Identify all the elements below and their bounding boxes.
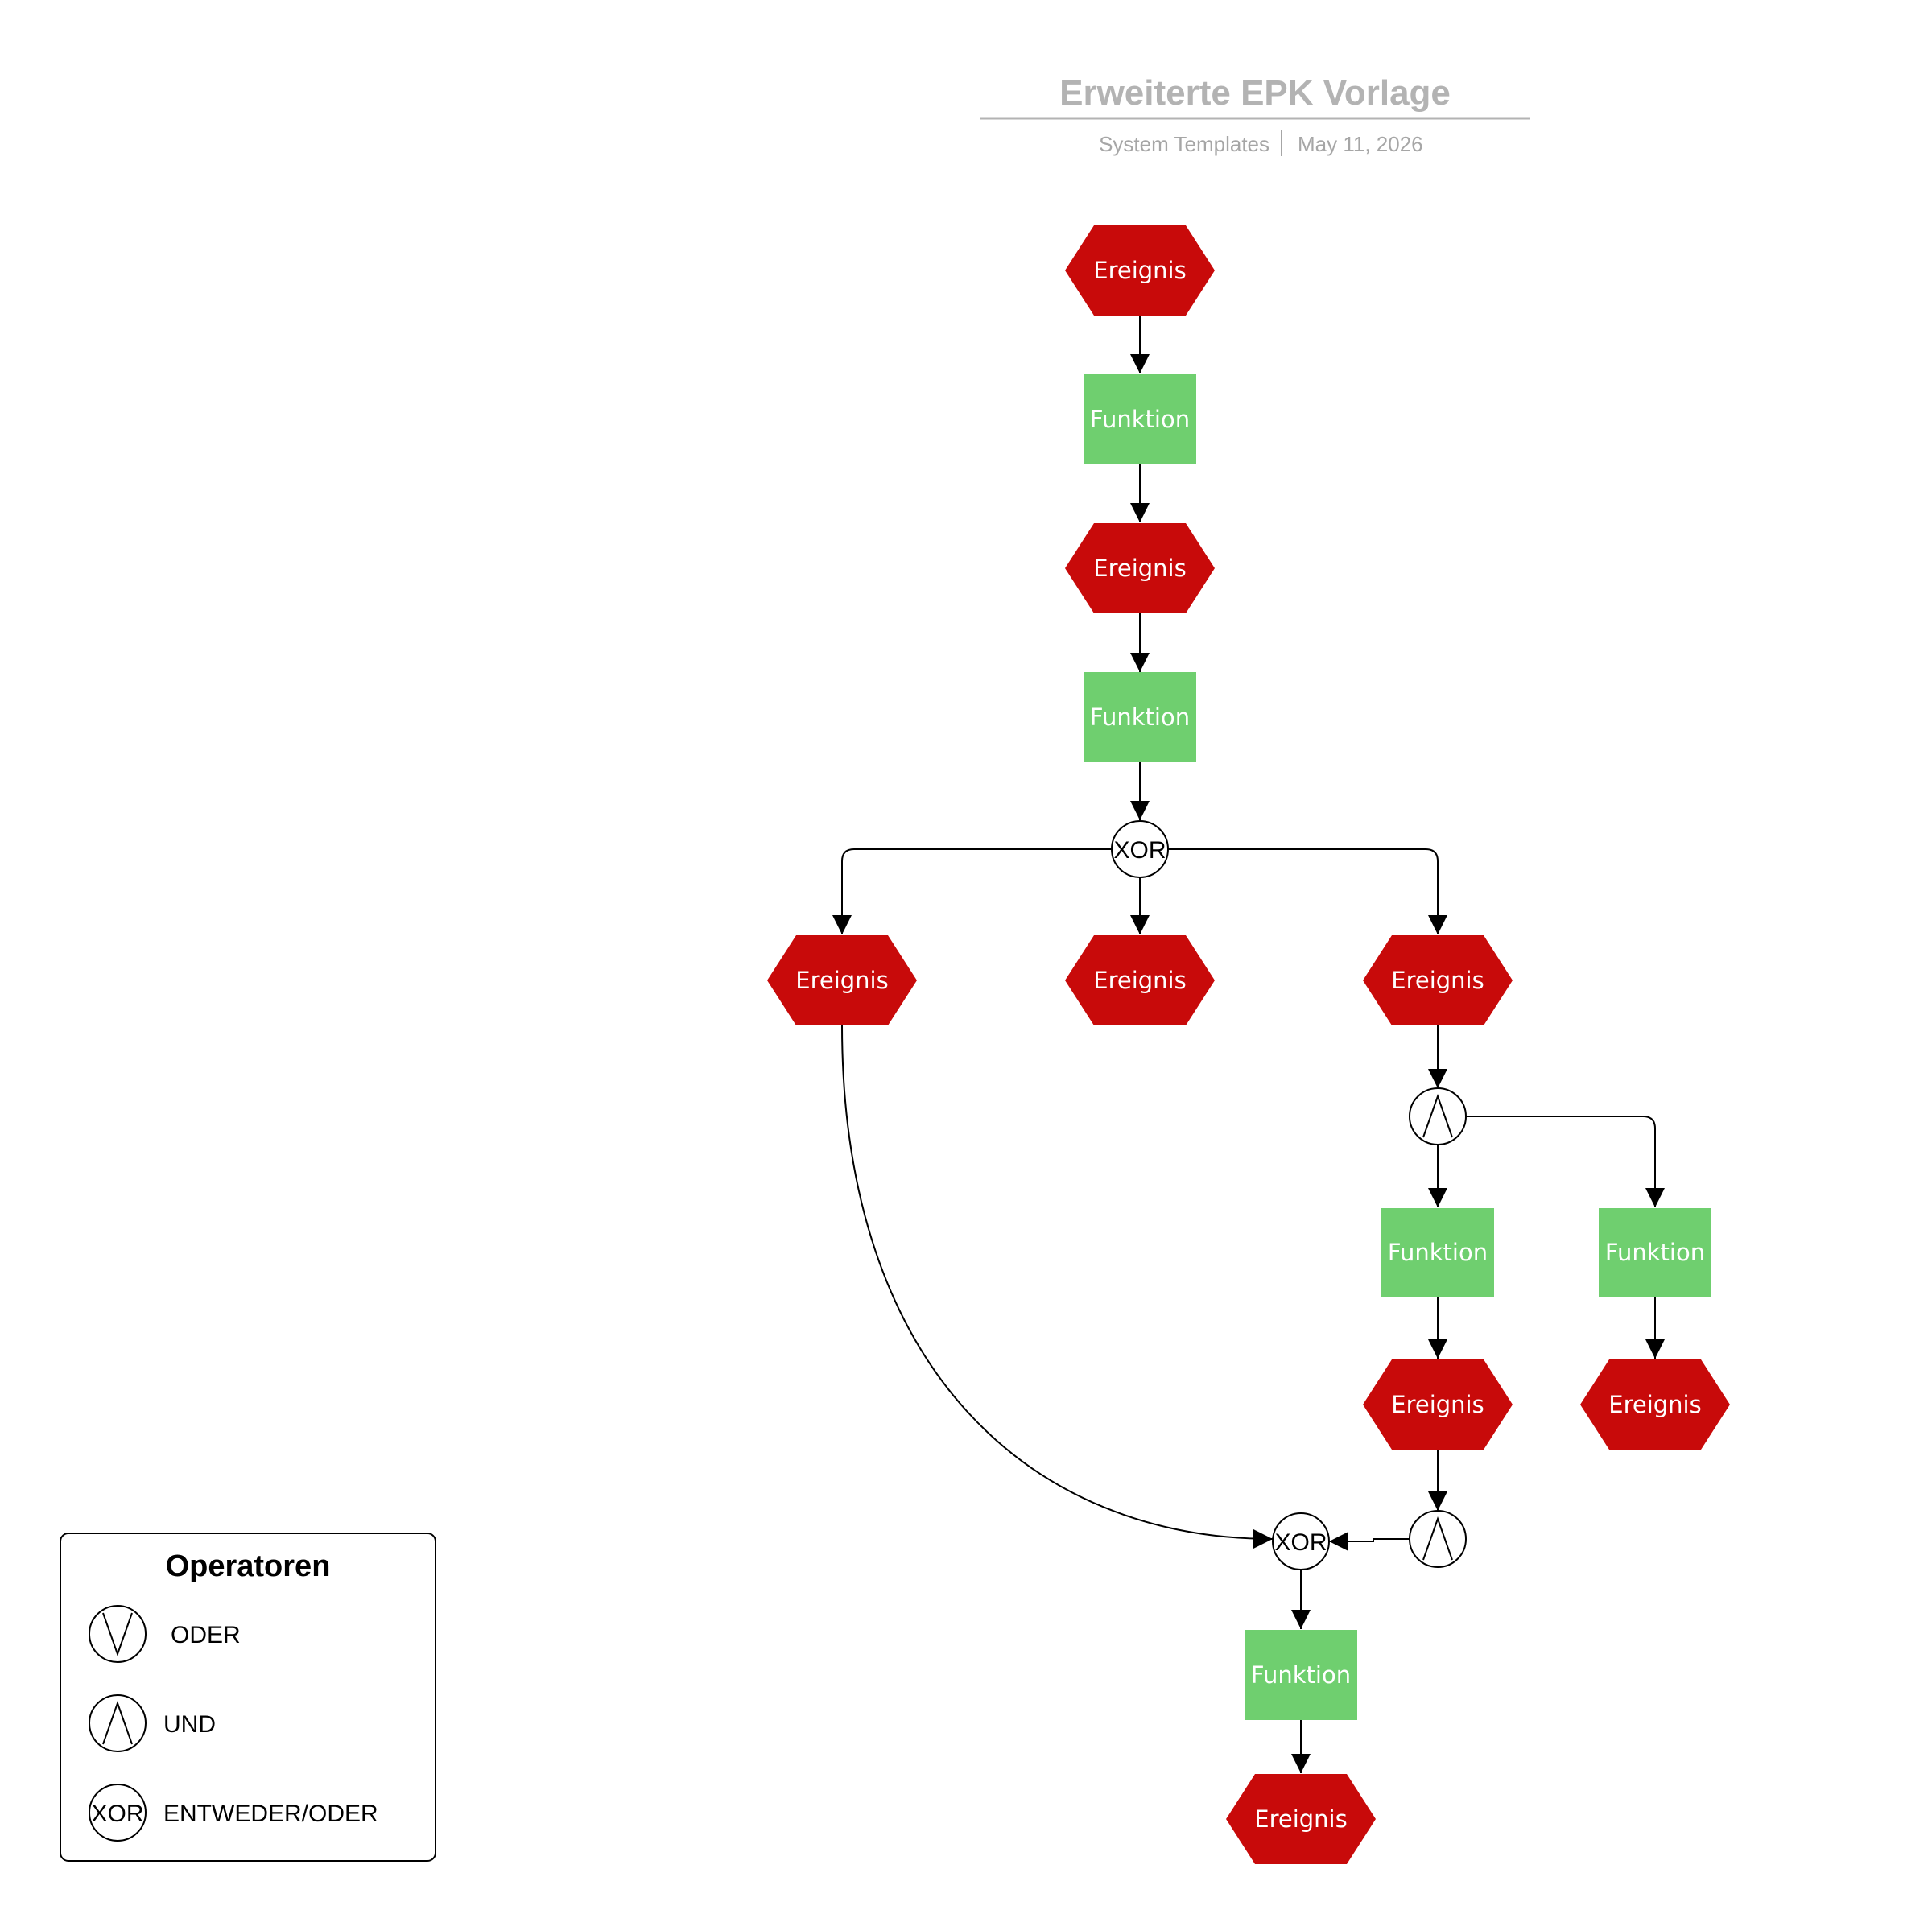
and-operator-symbol [102,1700,133,1745]
xor-operator-label: XOR [1274,1529,1327,1556]
event-node[interactable]: Ereignis [1226,1774,1376,1864]
event-label: Ereignis [1391,967,1484,994]
function-label: Funktion [1605,1239,1705,1266]
event-shape [1363,1359,1513,1450]
event-shape [1226,1774,1376,1864]
document-title: Erweiterte EPK Vorlage [1059,73,1451,113]
operator-legend: Operatoren ODER UND XOR ENTWEDER/ODER [60,1533,436,1862]
and-operator-icon [89,1694,147,1752]
event-shape [1065,523,1215,613]
and-operator[interactable] [1409,1087,1467,1145]
event-node[interactable]: Ereignis [1363,1359,1513,1450]
edge-event3-xor2[interactable] [841,1025,1274,1549]
event-node[interactable]: Ereignis [767,935,917,1025]
event-node[interactable]: Ereignis [1363,935,1513,1025]
operator-circle [1409,1087,1467,1145]
function-node[interactable]: Funktion [1084,672,1196,762]
event-node[interactable]: Ereignis [1065,523,1215,613]
function-shape [1245,1630,1357,1720]
xor-operator-icon [89,1784,147,1842]
and-operator-symbol [1422,1516,1453,1561]
event-label: Ereignis [1093,967,1186,994]
edge-xor1-event5[interactable] [1168,848,1447,934]
event-label: Ereignis [1093,257,1186,284]
function-label: Funktion [1388,1239,1488,1266]
event-shape [1363,935,1513,1025]
function-node[interactable]: Funktion [1245,1630,1357,1720]
legend-label-entweder-oder: ENTWEDER/ODER [163,1801,378,1827]
legend-label-und: UND [163,1711,216,1738]
legend-label-oder: ODER [171,1622,241,1648]
event-node[interactable]: Ereignis [1065,935,1215,1025]
edge-xor1-event3[interactable] [832,848,1112,934]
operator-circle [1111,820,1169,878]
event-shape [1065,935,1215,1025]
operator-circle [1409,1510,1467,1568]
function-label: Funktion [1090,406,1190,433]
event-label: Ereignis [1093,555,1186,582]
legend-item-xor: XOR ENTWEDER/ODER [89,1784,378,1842]
connections [832,316,1665,1773]
document-header: Erweiterte EPK Vorlage System Templates … [980,73,1530,156]
legend-item-and: UND [89,1694,216,1752]
function-label: Funktion [1090,703,1190,731]
function-node[interactable]: Funktion [1599,1208,1711,1297]
xor-operator[interactable]: XOR [1272,1512,1330,1570]
and-operator-symbol [1422,1093,1453,1138]
event-label: Ereignis [1391,1391,1484,1418]
function-node[interactable]: Funktion [1381,1208,1494,1297]
or-operator-symbol [102,1612,133,1657]
event-shape [767,935,917,1025]
document-date: May 11, 2026 [1298,132,1423,156]
event-label: Ereignis [795,967,888,994]
operator-circle [1272,1512,1330,1570]
or-operator-icon [89,1605,147,1663]
legend-title: Operatoren [166,1549,331,1583]
function-shape [1599,1208,1711,1297]
event-shape [1580,1359,1730,1450]
xor-operator-label: XOR [1113,837,1166,864]
function-label: Funktion [1251,1661,1351,1689]
event-shape [1065,225,1215,316]
function-shape [1381,1208,1494,1297]
event-node[interactable]: Ereignis [1580,1359,1730,1450]
document-author: System Templates [1099,132,1269,156]
function-shape [1084,672,1196,762]
event-label: Ereignis [1254,1805,1347,1833]
edge-and1-function4[interactable] [1466,1116,1665,1207]
event-label: Ereignis [1608,1391,1701,1418]
event-node[interactable]: Ereignis [1065,225,1215,316]
and-operator[interactable] [1409,1510,1467,1568]
function-shape [1084,374,1196,464]
legend-box [60,1533,436,1862]
function-node[interactable]: Funktion [1084,374,1196,464]
legend-item-or: ODER [89,1605,241,1663]
xor-operator[interactable]: XOR [1111,820,1169,878]
xor-operator-symbol: XOR [91,1801,143,1827]
edge-and2-xor2[interactable] [1329,1532,1410,1551]
